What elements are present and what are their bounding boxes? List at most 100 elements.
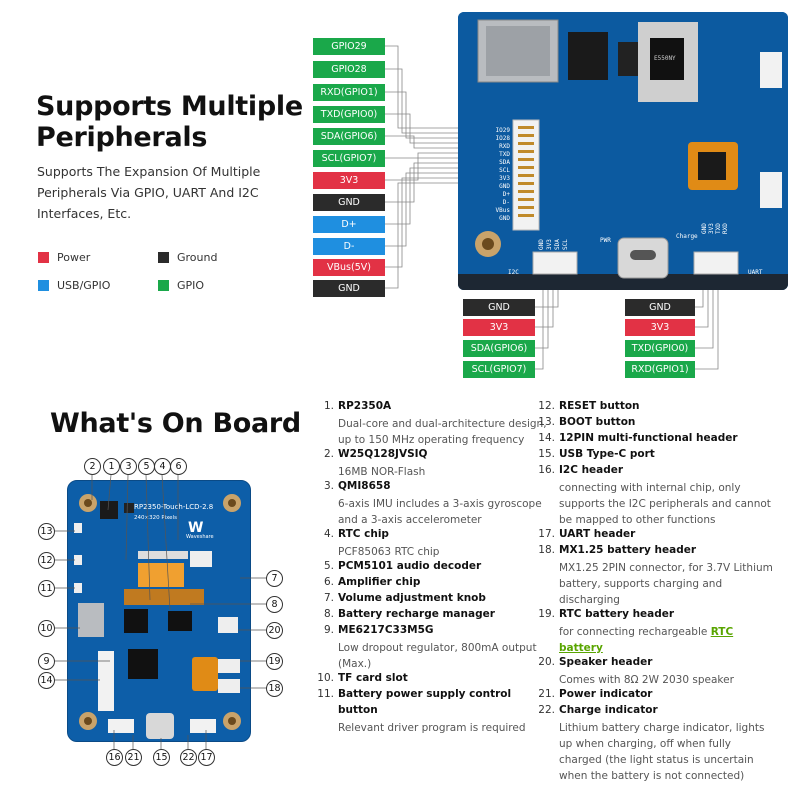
board-resolution: 240×320 Pixels — [134, 515, 177, 521]
list-item-7-num: 7. — [323, 592, 334, 604]
board-name: RP2350-Touch-LCD-2.8 — [134, 503, 213, 511]
list-item-16-num: 16. — [538, 464, 555, 476]
board-silk-i2c: I2C — [508, 269, 519, 276]
board-silk-uart-gnd: GND — [701, 223, 708, 234]
list-item-3-num: 3. — [323, 480, 334, 492]
list-item-6-num: 6. — [323, 576, 334, 588]
peripherals-title-line2: Peripherals — [36, 122, 208, 153]
uart-pin-label-gnd: GND — [625, 299, 695, 316]
legend-ground-label: Ground — [177, 251, 218, 264]
callout-8: 8 — [266, 596, 283, 613]
board-silk-charge: Charge — [676, 233, 698, 240]
list-item-19-desc-text: for connecting rechargeable — [559, 626, 711, 638]
list-item-13-title: BOOT button — [559, 416, 636, 428]
list-item-11-title: Battery power supply control — [338, 688, 512, 700]
pin-label-gpio29: GPIO29 — [313, 38, 385, 55]
callout-leader-lines — [55, 474, 266, 749]
callout-21: 21 — [125, 749, 142, 766]
list-item-18-title: MX1.25 battery header — [559, 544, 697, 556]
board-top-illustration: E550NY IO29 IO28 RXD TXD SDA SCL 3V3 GND… — [458, 12, 788, 290]
list-item-3-desc-2: and a 3-axis accelerometer — [338, 514, 482, 526]
list-item-20-title: Speaker header — [559, 656, 653, 668]
pin-label-rxd-gpio1: RXD(GPIO1) — [313, 84, 385, 101]
callout-6: 6 — [170, 458, 187, 475]
list-item-9-desc-1: Low dropout regulator, 800mA output — [338, 642, 537, 654]
list-item-4-desc-1: PCF85063 RTC chip — [338, 546, 440, 558]
list-item-2-desc-1: 16MB NOR-Flash — [338, 466, 426, 478]
list-item-10-num: 10. — [317, 672, 334, 684]
list-item-9-desc-2: (Max.) — [338, 658, 372, 670]
uart-pin-label-rxd: RXD(GPIO1) — [625, 361, 695, 378]
callout-11: 11 — [38, 580, 55, 597]
rtc-battery-link-2[interactable]: battery — [559, 642, 603, 654]
pin-label-3v3: 3V3 — [313, 172, 385, 189]
list-item-18-desc-3: discharging — [559, 594, 620, 606]
onboard-title: What's On Board — [50, 408, 301, 439]
list-item-15-num: 15. — [538, 448, 555, 460]
peripherals-desc-line2: Peripherals Via GPIO, UART And I2C — [37, 185, 259, 200]
i2c-pin-label-gnd: GND — [463, 299, 535, 316]
list-item-4-title: RTC chip — [338, 528, 389, 540]
onboard-list-right: 12. RESET button 13. BOOT button 14. 12P… — [537, 400, 797, 790]
pin-label-txd-gpio0: TXD(GPIO0) — [313, 106, 385, 123]
list-item-8-num: 8. — [323, 608, 334, 620]
board-silk-uart: UART — [748, 269, 763, 276]
list-item-9-title: ME6217C33M5G — [338, 624, 434, 636]
board-silk-i2c-gnd: GND — [538, 239, 545, 250]
board-photo-bottom: RP2350-Touch-LCD-2.8 240×320 Pixels Wave… — [67, 480, 251, 742]
list-item-17-title: UART header — [559, 528, 636, 540]
list-item-22-desc-3: charged (the light status is uncertain — [559, 754, 754, 766]
list-item-12-title: RESET button — [559, 400, 640, 412]
peripherals-description: Supports The Expansion Of Multiple Perip… — [37, 161, 287, 224]
list-item-8-title: Battery recharge manager — [338, 608, 495, 620]
legend-gpio-label: GPIO — [177, 279, 205, 292]
list-item-19-desc-1: for connecting rechargeable RTC — [559, 624, 733, 640]
list-item-19-num: 19. — [538, 608, 555, 620]
pin-label-gpio28: GPIO28 — [313, 61, 385, 78]
list-item-16-desc-2: supports the I2C peripherals and cannot — [559, 498, 771, 510]
board-silk-sda: SDA — [499, 159, 510, 166]
list-item-6-title: Amplifier chip — [338, 576, 421, 588]
i2c-pin-label-scl: SCL(GPIO7) — [463, 361, 535, 378]
list-item-11-desc-1: Relevant driver program is required — [338, 722, 526, 734]
legend-power-label: Power — [57, 251, 91, 264]
list-item-11-num: 11. — [317, 688, 334, 700]
rtc-battery-link[interactable]: RTC — [710, 626, 734, 638]
board-silk-3v3: 3V3 — [499, 175, 510, 182]
list-item-5-title: PCM5101 audio decoder — [338, 560, 482, 572]
callout-22: 22 — [180, 749, 197, 766]
board-silk-gnd: GND — [499, 183, 510, 190]
board-silk-uart-3v3: 3V3 — [708, 223, 715, 234]
callout-20: 20 — [266, 622, 283, 639]
list-item-11-title-2: button — [338, 704, 378, 716]
i2c-pin-label-sda: SDA(GPIO6) — [463, 340, 535, 357]
board-silk-dplus: D+ — [503, 191, 511, 198]
list-item-16-desc-3: be mapped to other functions — [559, 514, 716, 526]
list-item-16-title: I2C header — [559, 464, 624, 476]
list-item-3-desc-1: 6-axis IMU includes a 3-axis gyroscope — [338, 498, 542, 510]
pin-label-d-plus: D+ — [313, 216, 385, 233]
list-item-22-num: 22. — [538, 704, 555, 716]
callout-17: 17 — [198, 749, 215, 766]
list-item-1-title: RP2350A — [338, 400, 392, 412]
list-item-14-num: 14. — [538, 432, 555, 444]
board-silk-txd: TXD — [499, 151, 510, 158]
board-chip-mark: E550NY — [654, 55, 676, 62]
pin-label-sda-gpio6: SDA(GPIO6) — [313, 128, 385, 145]
list-item-9-num: 9. — [323, 624, 334, 636]
board-photo-top: E550NY IO29 IO28 RXD TXD SDA SCL 3V3 GND… — [458, 12, 788, 290]
callout-12: 12 — [38, 552, 55, 569]
uart-pin-label-3v3: 3V3 — [625, 319, 695, 336]
board-silk-i2c-3v3: 3V3 — [546, 239, 553, 250]
board-silk-io28: IO28 — [496, 135, 511, 142]
callout-1: 1 — [103, 458, 120, 475]
list-item-7-title: Volume adjustment knob — [338, 592, 486, 604]
callout-2: 2 — [84, 458, 101, 475]
board-logo-mark: W — [188, 520, 203, 536]
list-item-5-num: 5. — [323, 560, 334, 572]
board-silk-i2c-sda: SDA — [554, 239, 561, 250]
list-item-12-num: 12. — [538, 400, 555, 412]
callout-7: 7 — [266, 570, 283, 587]
list-item-18-num: 18. — [538, 544, 555, 556]
peripherals-desc-line3: Interfaces, Etc. — [37, 206, 132, 221]
